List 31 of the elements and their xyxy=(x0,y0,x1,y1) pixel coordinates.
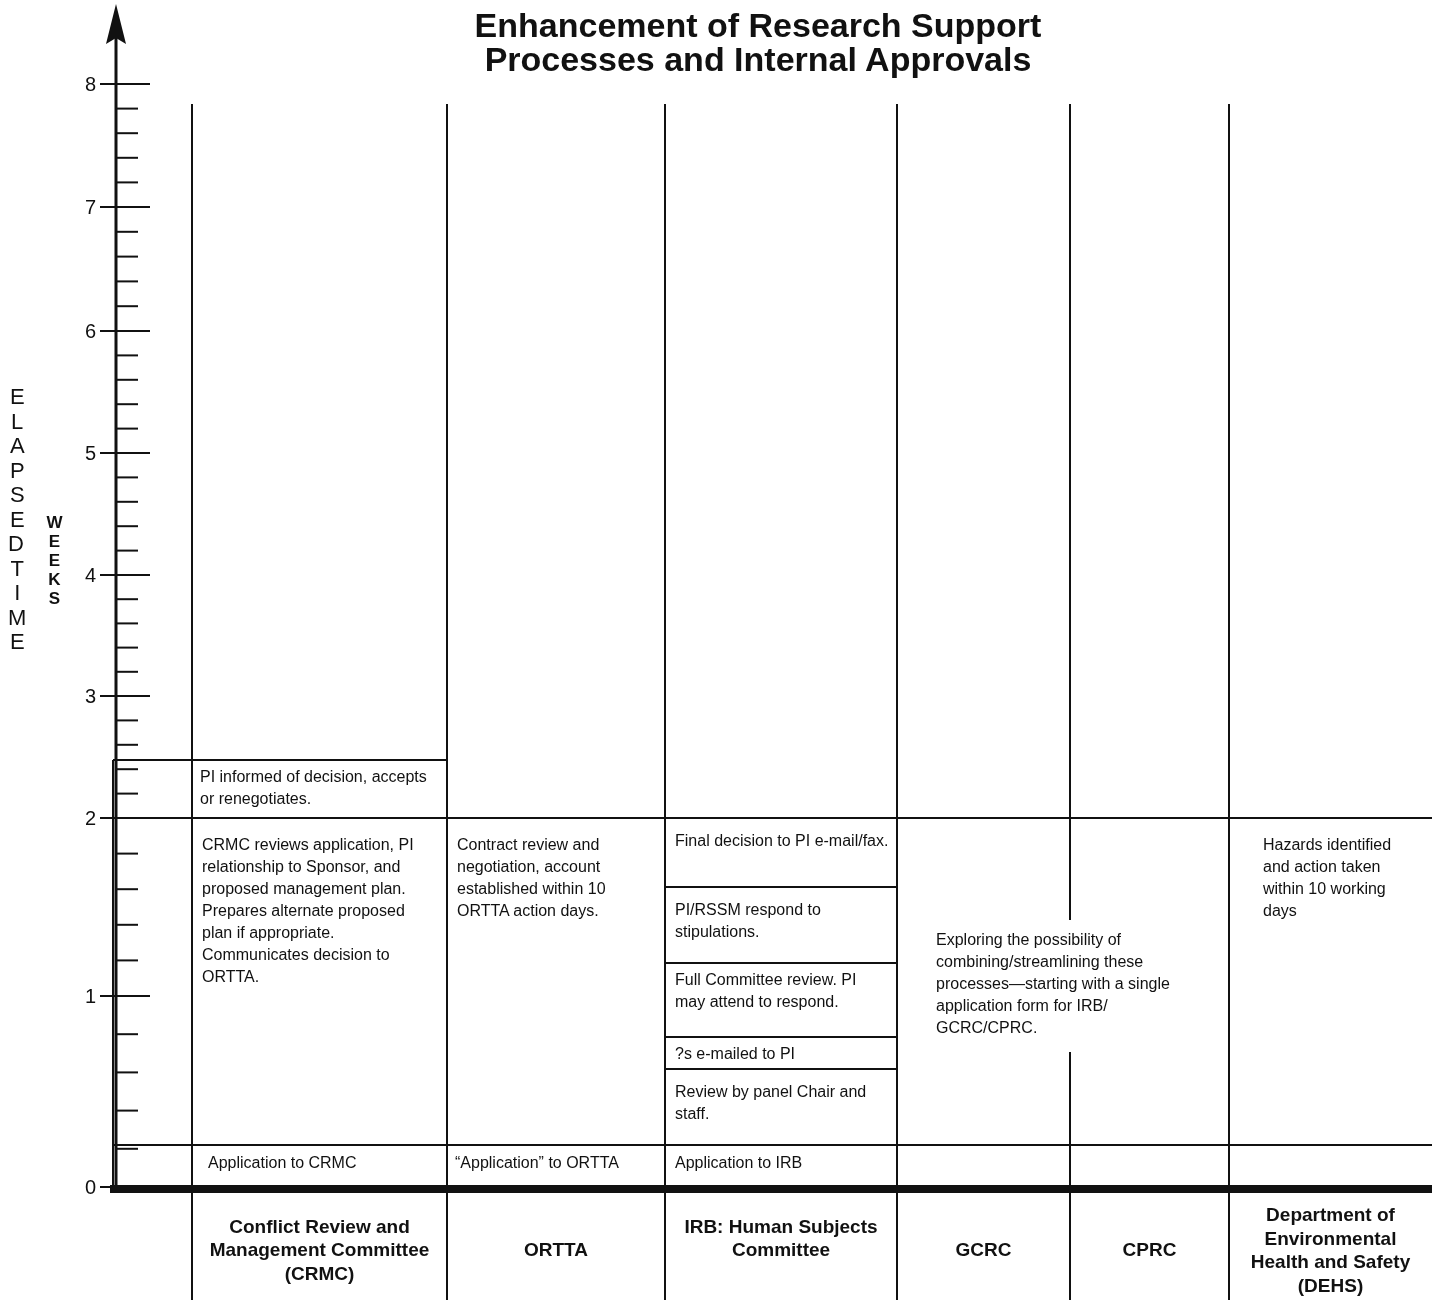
column-header: GCRC xyxy=(954,1238,1013,1262)
tick-label: 8 xyxy=(83,72,96,96)
step-text: Final decision to PI e-mail/fax. xyxy=(667,826,897,886)
tick-label: 5 xyxy=(83,441,96,465)
step-text: PI informed of decision, accepts or renegotiates. xyxy=(192,762,447,818)
column-header: IRB: Human Subjects Committee xyxy=(683,1214,879,1262)
title: Enhancement of Research Support Processes and Internal Approvals xyxy=(473,8,1043,76)
column-header: CPRC xyxy=(1121,1238,1178,1262)
step-text: Exploring the possibility of combining/streamlining these processes—starting with a single application form for IRB/ GCRC/CPRC. xyxy=(928,925,1208,1050)
axis-title: ELAPSED TIME xyxy=(8,385,27,655)
step-text: Review by panel Chair and staff. xyxy=(667,1077,897,1143)
column-header: Conflict Review and Management Committee (CRMC) xyxy=(208,1214,431,1286)
step-text: CRMC reviews application, PI relationship to Sponsor, and proposed management plan. Prepares alternate proposed plan if appropriate. Communicates decision to ORTTA. xyxy=(194,830,446,1140)
tick-label: 2 xyxy=(83,806,96,830)
step-text: PI/RSSM respond to stipulations. xyxy=(667,895,897,961)
tick-label: 1 xyxy=(83,984,96,1008)
step-text: Application to CRMC xyxy=(200,1148,447,1186)
step-text: Hazards identified and action taken within 10 working days xyxy=(1255,830,1429,1030)
step-text: Application to IRB xyxy=(667,1148,897,1186)
column-header: Department of Environmental Health and Safety (DEHS) xyxy=(1249,1203,1412,1297)
step-text: Contract review and negotiation, account established within 10 ORTTA action days. xyxy=(449,830,665,1140)
step-text: Full Committee review. PI may attend to respond. xyxy=(667,965,897,1037)
column-header: ORTTA xyxy=(523,1238,589,1262)
step-text: “Application” to ORTTA xyxy=(447,1148,665,1186)
tick-label: 4 xyxy=(83,563,96,587)
tick-label: 3 xyxy=(83,684,96,708)
tick-label: 6 xyxy=(83,319,96,343)
tick-label: 7 xyxy=(83,195,96,219)
axis-unit: WEEKS xyxy=(46,513,63,608)
tick-label: 0 xyxy=(83,1175,96,1199)
step-text: ?s e-mailed to PI xyxy=(667,1039,897,1069)
